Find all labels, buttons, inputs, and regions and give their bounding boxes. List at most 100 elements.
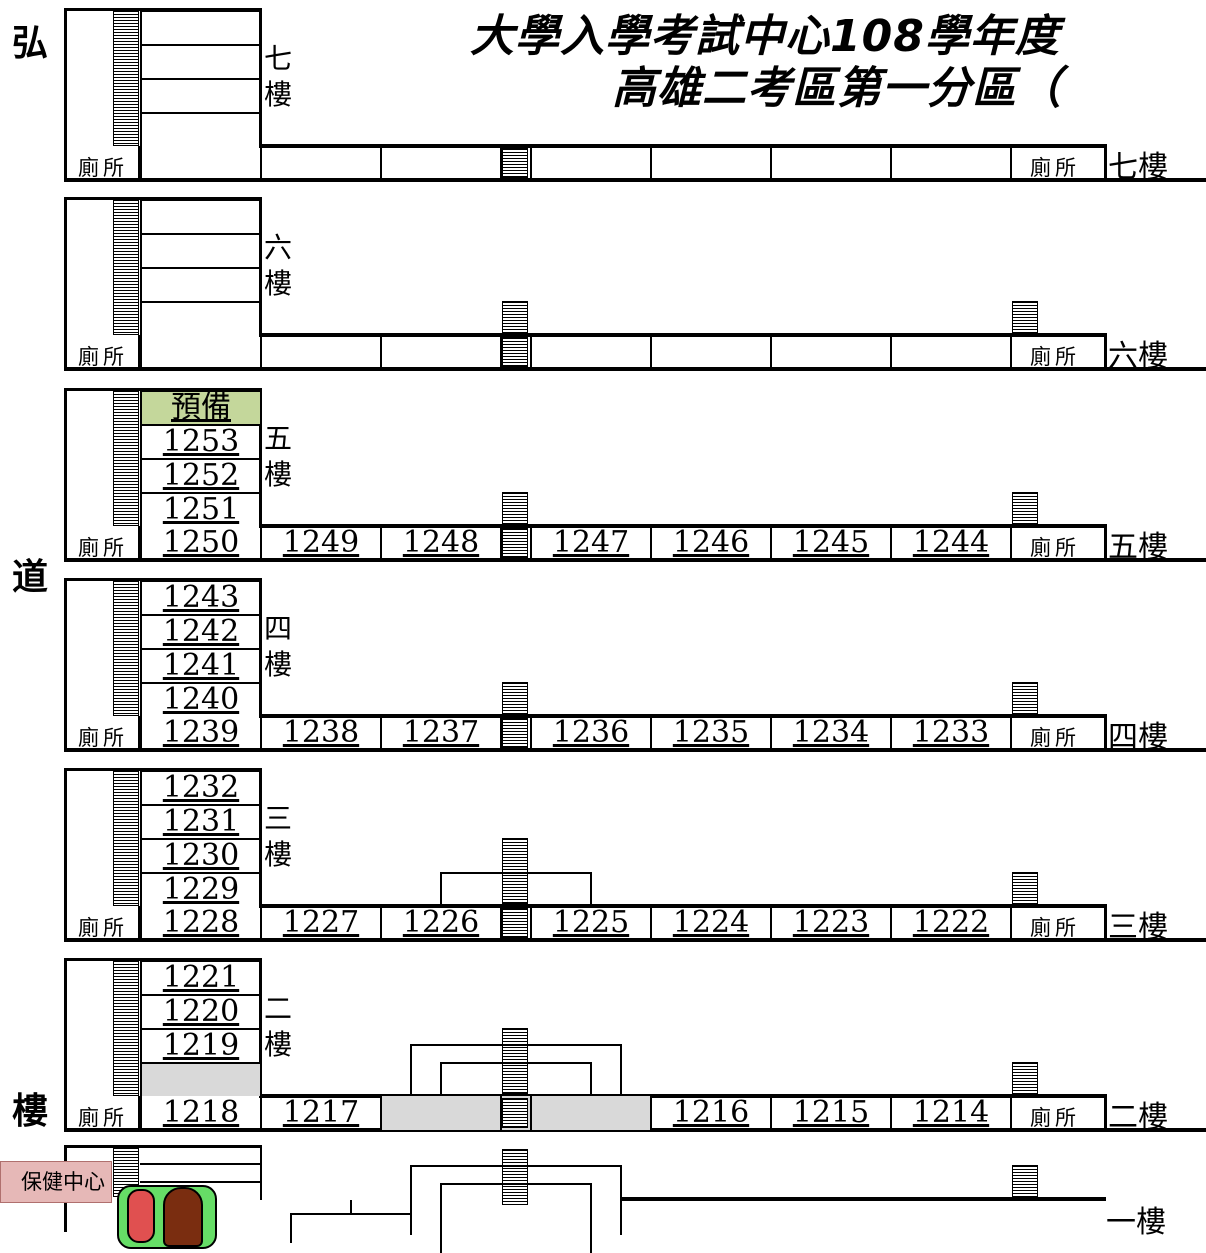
building-name-char-2: 道: [12, 556, 49, 598]
west-room: 1219: [140, 1028, 260, 1062]
floor-vertical-label-top: 三: [264, 802, 293, 835]
exam-room: [140, 146, 260, 180]
west-toilet-label: 廁所: [78, 156, 128, 180]
stair-icon: [1012, 1165, 1038, 1201]
stair-icon: [113, 770, 139, 906]
east-toilet-cell: [1010, 335, 1106, 369]
floor-label-1f: 一樓: [1106, 1205, 1166, 1240]
exam-room: 1248: [380, 526, 500, 560]
west-room: 1230: [140, 838, 260, 872]
east-toilet-cell: [1010, 1096, 1106, 1130]
west-room: 1229: [140, 872, 260, 906]
stair-icon: [113, 199, 139, 335]
stair-icon: [1012, 682, 1038, 714]
floor-label-7f: 七樓: [1108, 150, 1168, 185]
stair-icon: [113, 390, 139, 526]
east-toilet-label: 廁所: [1030, 726, 1080, 750]
west-room: 1243: [140, 580, 260, 614]
floor-vertical-label-bottom: 樓: [264, 1028, 293, 1061]
stair-icon: [113, 960, 139, 1096]
exam-room: [380, 1096, 500, 1130]
exam-room: 1226: [380, 906, 500, 940]
floor-vertical-label-top: 五: [264, 422, 293, 455]
stair-icon: [502, 908, 528, 938]
exam-room: 1222: [890, 906, 1010, 940]
exam-room: [770, 146, 890, 180]
east-toilet-label: 廁所: [1030, 1106, 1080, 1130]
east-toilet-label: 廁所: [1030, 536, 1080, 560]
stair-icon: [502, 1149, 528, 1205]
west-room: [140, 10, 260, 44]
floor-7f: 七樓廁所廁所七樓: [64, 8, 1206, 188]
west-toilet-label: 廁所: [78, 726, 128, 750]
east-toilet-cell: [1010, 906, 1106, 940]
exam-room: 1246: [650, 526, 770, 560]
east-toilet-cell: [1010, 146, 1106, 180]
stair-icon: [502, 1028, 528, 1094]
stair-icon: [113, 10, 139, 146]
west-room: 1232: [140, 770, 260, 804]
exam-room: 1223: [770, 906, 890, 940]
west-room: [140, 233, 260, 267]
west-room: [140, 112, 260, 146]
floor-vertical-label-bottom: 樓: [264, 838, 293, 871]
stair-icon: [502, 838, 528, 904]
west-toilet-label: 廁所: [78, 536, 128, 560]
exam-room: 1239: [140, 716, 260, 750]
exam-room: 1237: [380, 716, 500, 750]
east-toilet-label: 廁所: [1030, 916, 1080, 940]
floor-vertical-label-top: 二: [264, 992, 293, 1025]
floor-vertical-label-bottom: 樓: [264, 648, 293, 681]
exam-room: 1236: [530, 716, 650, 750]
stair-icon: [1012, 492, 1038, 524]
exam-room: 1225: [530, 906, 650, 940]
exam-room: [380, 335, 500, 369]
stair-icon: [502, 337, 528, 367]
stair-icon: [502, 718, 528, 748]
west-room: [140, 44, 260, 78]
exam-room: 1214: [890, 1096, 1010, 1130]
corridor-stair-cell: [500, 716, 530, 750]
building-name-char-3: 樓: [12, 1090, 49, 1132]
stair-icon: [1012, 1062, 1038, 1094]
stair-icon: [502, 301, 528, 333]
exam-room: 1247: [530, 526, 650, 560]
exam-room: 1217: [260, 1096, 380, 1130]
exam-room: [140, 335, 260, 369]
exam-room: 1235: [650, 716, 770, 750]
exam-room: [890, 146, 1010, 180]
west-room: [140, 1062, 260, 1096]
west-room: 1240: [140, 682, 260, 716]
exam-room: 1216: [650, 1096, 770, 1130]
health-center-icon: [117, 1185, 217, 1249]
exam-room: 1234: [770, 716, 890, 750]
west-room: 1220: [140, 994, 260, 1028]
exam-room: 1233: [890, 716, 1010, 750]
west-toilet-label: 廁所: [78, 1106, 128, 1130]
title-line-1: 大學入學考試中心108學年度: [470, 11, 1060, 62]
west-room: 1251: [140, 492, 260, 526]
floor-6f: 六樓廁所廁所六樓: [64, 197, 1206, 377]
floor-1f: 一樓 保健中心: [0, 1145, 1206, 1253]
corridor-stair-cell: [500, 335, 530, 369]
exam-room: 1250: [140, 526, 260, 560]
west-room: 1253: [140, 424, 260, 458]
exam-room: 1228: [140, 906, 260, 940]
west-room: [140, 267, 260, 301]
stair-icon: [1012, 872, 1038, 904]
east-toilet-cell: [1010, 526, 1106, 560]
exam-room: 1215: [770, 1096, 890, 1130]
floor-label-3f: 三樓: [1108, 910, 1168, 945]
floor-vertical-label-bottom: 樓: [264, 458, 293, 491]
west-room: [140, 199, 260, 233]
stair-icon: [502, 148, 528, 178]
stair-icon: [502, 682, 528, 714]
exam-room: [260, 335, 380, 369]
east-toilet-label: 廁所: [1030, 156, 1080, 180]
exam-room: 1245: [770, 526, 890, 560]
floor-vertical-label-bottom: 樓: [264, 78, 293, 111]
